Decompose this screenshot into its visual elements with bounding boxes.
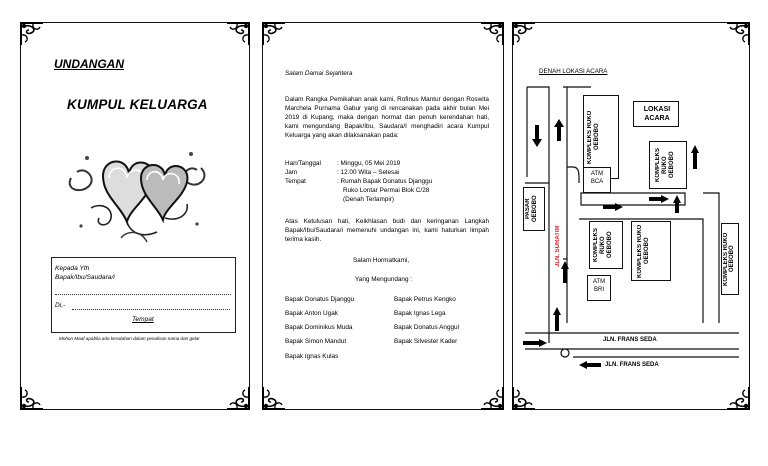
kompleks-box-4 (631, 221, 671, 281)
detail-label-tempat: Tempat (285, 178, 306, 185)
letter-panel: Salam Damai Sejahtera Dalam Rangka Pemik… (262, 22, 504, 410)
kompleks-box-5 (721, 223, 739, 295)
letter-paragraph-1: Dalam Rangka Pemikahan anak kami, Rofinu… (285, 96, 489, 139)
corner-ornament-icon (511, 21, 537, 47)
detail-value-ruko: Ruko Lontar Permai Blok C/28 (343, 187, 430, 194)
host-right-1: Bapak Petrus Kengko (394, 296, 456, 303)
closing-salam: Salam Hormatkami, (353, 257, 410, 264)
address-dotted-line (72, 309, 230, 310)
host-right-3: Bapak Donatus Anggul (394, 324, 460, 331)
host-left-2: Bapak Anton Ugak (285, 310, 338, 317)
corner-ornament-icon (479, 385, 505, 411)
kompleks-label-4: KOMPLEKS RUKO OEBOBO (637, 224, 650, 278)
closing-mengundang: Yang Mengundang : (355, 276, 413, 283)
host-left-3: Bapak Dominikus Muda (285, 324, 353, 331)
map-panel: DENAH LOKASI ACARA LOKASI ACARA KOMPLEKS… (512, 22, 750, 410)
kompleks-label-3: KOMPLEKS RUKO OEBOBO (593, 228, 613, 263)
corner-ornament-icon (725, 385, 751, 411)
corner-ornament-icon (261, 385, 287, 411)
detail-label-jam: Jam (285, 169, 298, 176)
atm-bca-label: ATM BCA (590, 171, 604, 185)
pasar-label: PASAR OEBOBO (525, 195, 538, 223)
host-left-1: Bapak Donatus Djanggu (285, 296, 355, 303)
tempat-label: Tempat (132, 316, 154, 323)
atm-bca-box (583, 167, 611, 193)
jln-frans-seda-label-1: JLN. FRANS SEDA (603, 337, 657, 343)
kompleks-box-3 (589, 221, 623, 269)
detail-value-jam: : 12.00 Wita – Selesai (337, 169, 400, 176)
host-right-4: Bapak Silvester Kader (394, 338, 458, 345)
corner-ornament-icon (225, 21, 251, 47)
bapak-ibu-label: Bapak/Ibu/Saudara/i (55, 274, 115, 281)
hearts-illustration-icon (68, 152, 206, 243)
kompleks-label-1: KOMPLEKS RUKO OEBOBO (587, 110, 600, 164)
detail-value-denah: (Denah Terlampir) (343, 196, 395, 203)
map-roads (523, 86, 739, 369)
detail-value-hari: : Minggu, 05 Mei 2019 (337, 160, 401, 167)
detail-value-tempat: : Rumah Bapak Donatus Djanggu (337, 178, 433, 185)
host-right-2: Bapak Ignas Lega (394, 310, 446, 317)
host-left-5: Bapak Ignas Kulas (285, 353, 339, 360)
corner-ornament-icon (479, 21, 505, 47)
host-left-4: Bapak Simon Mandut (285, 338, 347, 345)
corner-ornament-icon (19, 21, 45, 47)
lokasi-acara-label: LOKASI ACARA (643, 106, 671, 122)
atm-bri-box (587, 275, 611, 301)
kompleks-label-5: KOMPLEKS RUKO OEBOBO (723, 232, 735, 286)
di-label: Di,- (55, 302, 66, 309)
address-dotted-line (55, 294, 231, 295)
corner-ornament-icon (725, 21, 751, 47)
pasar-box (523, 187, 545, 231)
jln-frans-seda-label-2: JLN. FRANS SEDA (605, 362, 659, 368)
address-box: Kepada Yth Bapak/Ibu/Saudara/i Di,- Temp… (51, 257, 236, 333)
corner-ornament-icon (261, 21, 287, 47)
salam-greeting: Salam Damai Sejahtera (285, 70, 353, 77)
corner-ornament-icon (19, 385, 45, 411)
corner-ornament-icon (225, 385, 251, 411)
jln-suratim-label: JLN. SURATIM (555, 225, 561, 267)
kepada-label: Kepada Yth (55, 265, 90, 272)
corner-ornament-icon (511, 385, 537, 411)
detail-label-hari: Hari/Tanggal (285, 160, 321, 167)
letter-paragraph-2: Atas Ketulusan hati, Keikhlasan budi dan… (285, 218, 489, 243)
atm-bri-label: ATM BRI (592, 279, 606, 293)
kompleks-label-2: KOMPLEKS RUKO OEBOBO (655, 148, 675, 183)
kompleks-box-1 (583, 95, 619, 179)
cover-note: Mohon Maaf apabila ada kesalahan dalam p… (59, 336, 200, 341)
cover-panel: UNDANGAN KUMPUL KELUARGA Kepada Yth Bapa… (20, 22, 250, 410)
map-title: DENAH LOKASI ACARA (539, 68, 608, 75)
cover-title-kumpul-keluarga: KUMPUL KELUARGA (67, 97, 208, 112)
lokasi-acara-box (633, 101, 679, 127)
cover-title-undangan: UNDANGAN (54, 57, 124, 71)
kompleks-box-2 (649, 141, 687, 189)
